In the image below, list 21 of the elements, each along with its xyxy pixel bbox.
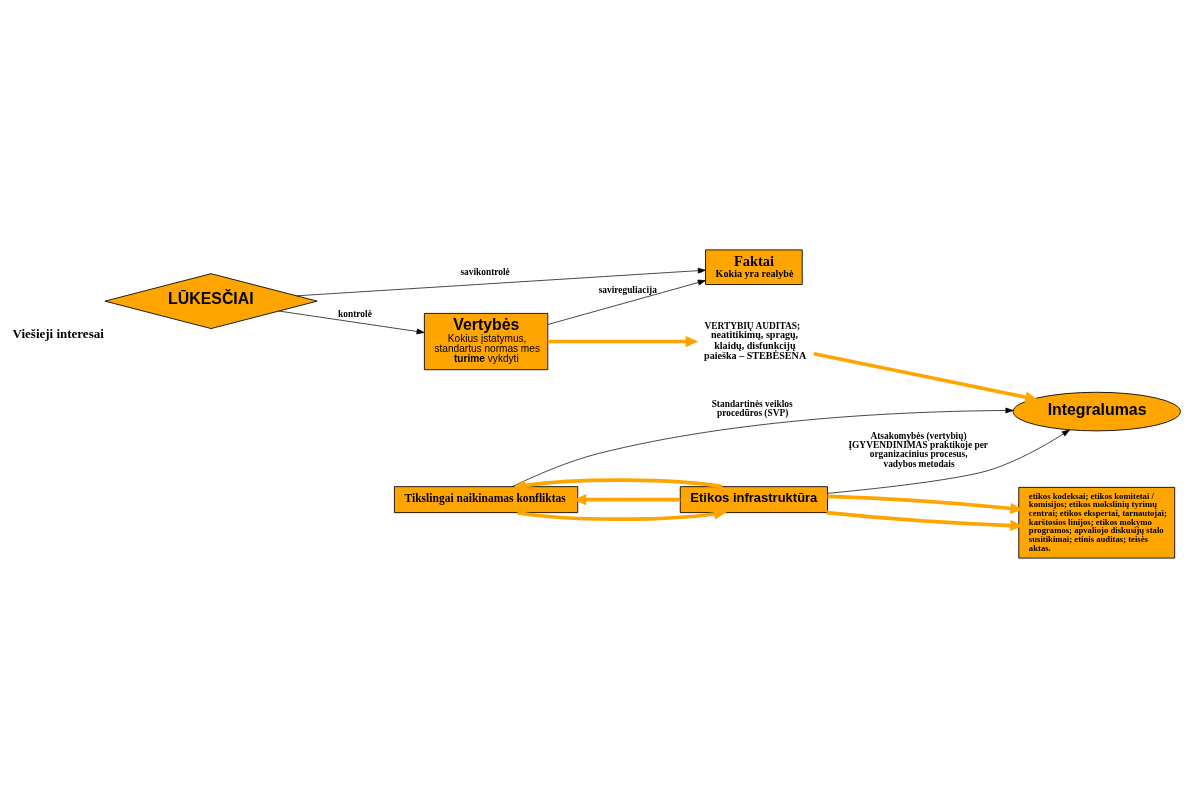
node-box: Vertybės Kokius įstatymus, standartus normas mes turime vykdyti [423, 312, 549, 370]
node-label: Viešieji interesai [12, 325, 104, 341]
node-box: Faktai Kokia yra realybė [705, 248, 803, 285]
edge-label: Atsakomybės (vertybių) ĮGYVENDINIMAS praktikoje per organizacinius procesus, vadybos metodais [848, 430, 989, 469]
arrow [296, 267, 706, 296]
arrow [813, 351, 1039, 403]
node-box: etikos kodeksai; etikos komitetai / komisijos; etikos mokslinių tyrimų centrai; etikos ekspertai, tarnautojai; karštosios linijos; etikos mokymo programos; apvaliojo diskusijų stalo susitikimai; etinis auditas; teisės aktas. [1018, 486, 1176, 559]
node-diamond: LŪKESČIAI [104, 272, 318, 329]
edge-label: savikontrolė [460, 266, 510, 277]
edge-label: Standartinės veiklos procedūros (SVP) [711, 398, 793, 418]
node-box: Etikos infrastruktūra [679, 485, 828, 513]
edge-label: kontrolė [338, 308, 372, 319]
arrow [547, 335, 699, 347]
arrow [513, 477, 723, 491]
node-box: Tikslingai naikinamas konfliktas [393, 485, 579, 513]
edge-label: savireguliacija [598, 284, 657, 295]
arrow [278, 310, 425, 334]
arrow [547, 279, 706, 325]
node-text: VERTYBIŲ AUDITAS; neatitikimų, spragų, klaidų, disfunkcijų paieška – STEBĖSENA [704, 320, 807, 361]
arrow [511, 407, 1014, 487]
arrow [827, 429, 1070, 494]
